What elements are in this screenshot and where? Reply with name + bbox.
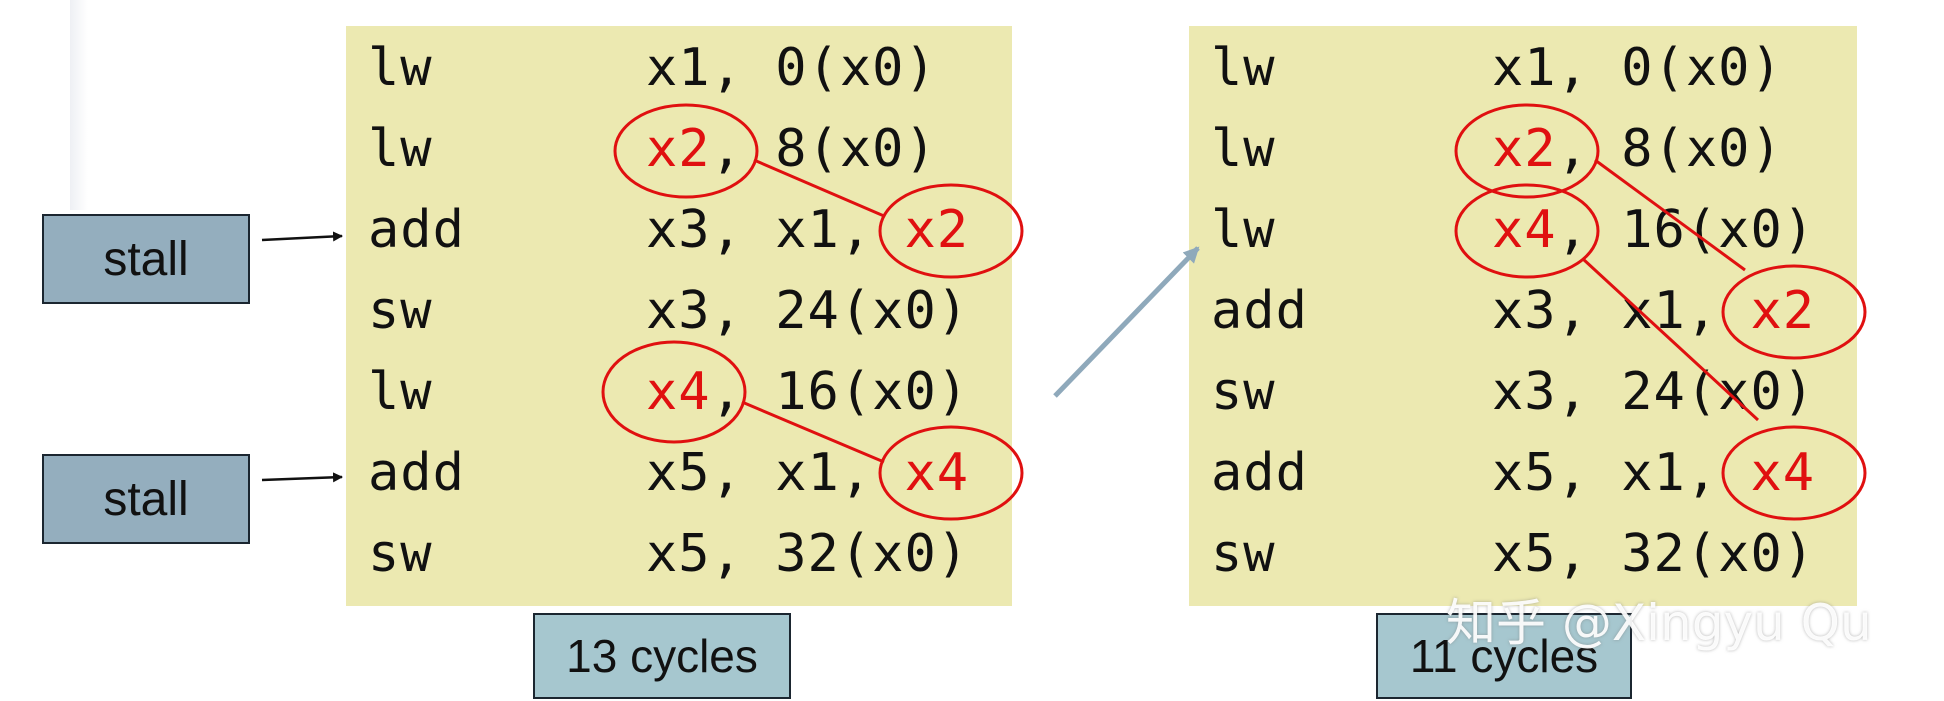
- highlighted-register: x2: [646, 119, 711, 179]
- opcode: lw: [368, 362, 433, 422]
- stall-arrow: [261, 472, 343, 483]
- operands-lead: x5, x1,: [1492, 443, 1751, 503]
- reordered-code-panel: lw x1, 0(x0) lw x2, 8(x0) lw x4, 16(x0) …: [1189, 26, 1857, 606]
- opcode: add: [368, 443, 465, 503]
- operands-lead: x5, x1,: [646, 443, 905, 503]
- dependency-line: [741, 400, 885, 464]
- opcode: lw: [368, 119, 433, 179]
- highlighted-register: x4: [1750, 443, 1816, 503]
- highlighted-register: x4: [904, 443, 970, 503]
- dependency-circle: [1721, 264, 1867, 360]
- operands-lead: x3, x1,: [646, 200, 905, 260]
- opcode: sw: [1211, 524, 1276, 584]
- reorder-arrow: [1053, 246, 1200, 398]
- opcode: lw: [368, 38, 433, 98]
- opcode: lw: [1211, 38, 1276, 98]
- dependency-line: [1594, 158, 1746, 272]
- opcode: add: [1211, 443, 1308, 503]
- operands: x5, x1, x4: [1492, 433, 1815, 514]
- dependency-circle: [1454, 103, 1600, 199]
- operands: x3, x1, x2: [646, 190, 969, 271]
- dependency-circle: [1454, 183, 1600, 279]
- stall-arrow: [261, 231, 343, 242]
- dependency-circle: [878, 183, 1024, 279]
- opcode: sw: [368, 524, 433, 584]
- dependency-line: [1581, 257, 1760, 422]
- operands-lead: x3, x1,: [1492, 281, 1751, 341]
- highlighted-register: x2: [1492, 119, 1557, 179]
- original-code-panel: lw x1, 0(x0) lw x2, 8(x0) add x3, x1, x2…: [346, 26, 1012, 606]
- operands: x5, x1, x4: [646, 433, 969, 514]
- opcode: add: [1211, 281, 1308, 341]
- highlighted-register: x2: [904, 200, 970, 260]
- stall-box: stall: [42, 214, 250, 304]
- watermark: 知乎 @Xingyu Qu: [1446, 594, 1872, 652]
- dependency-circle: [613, 103, 759, 199]
- operands: x4, 16(x0): [646, 352, 969, 433]
- opcode: lw: [1211, 119, 1276, 179]
- highlighted-register: x4: [646, 362, 711, 422]
- dependency-circle: [601, 340, 747, 444]
- operands: x3, x1, x2: [1492, 271, 1815, 352]
- operands: x1, 0(x0): [1492, 38, 1783, 98]
- cycles-count-original: 13 cycles: [533, 613, 791, 699]
- opcode: add: [368, 200, 465, 260]
- operands-rest: , 8(x0): [1556, 119, 1783, 179]
- opcode: sw: [368, 281, 433, 341]
- dependency-line: [753, 158, 885, 218]
- opcode: lw: [1211, 200, 1276, 260]
- dependency-circle: [878, 425, 1024, 521]
- operands: x1, 0(x0): [646, 38, 937, 98]
- left-edge-shade: [70, 0, 88, 210]
- operands: x2, 8(x0): [646, 109, 937, 190]
- highlighted-register: x2: [1750, 281, 1816, 341]
- operands: x3, 24(x0): [646, 281, 970, 341]
- operands: x5, 32(x0): [646, 524, 970, 584]
- operands-rest: , 16(x0): [710, 362, 970, 422]
- operands: x3, 24(x0): [1492, 362, 1816, 422]
- dependency-circle: [1721, 425, 1867, 521]
- opcode: sw: [1211, 362, 1276, 422]
- cycles-count-reordered: 11 cycles: [1376, 613, 1632, 699]
- highlighted-register: x4: [1492, 200, 1557, 260]
- operands: x2, 8(x0): [1492, 109, 1783, 190]
- operands: x5, 32(x0): [1492, 524, 1816, 584]
- operands-rest: , 8(x0): [710, 119, 937, 179]
- stall-box: stall: [42, 454, 250, 544]
